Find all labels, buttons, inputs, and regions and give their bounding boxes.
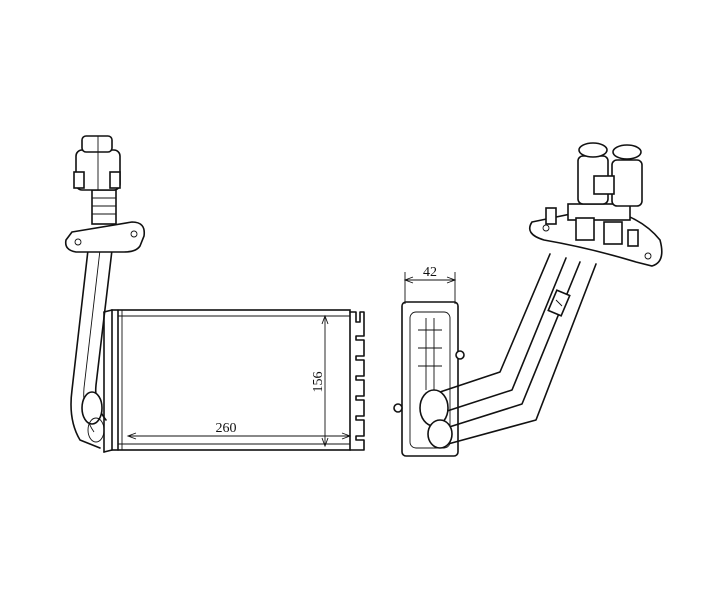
heater-core-matrix — [103, 309, 351, 453]
height-label: 156 — [311, 372, 326, 393]
pipe-connector — [73, 135, 121, 225]
fins-comb — [349, 311, 365, 451]
width-dimension: 260 — [126, 421, 352, 440]
mounting-flange-right — [528, 207, 663, 267]
front-view: 260 156 — [64, 135, 365, 453]
height-dimension: 156 — [311, 314, 334, 448]
twin-connectors — [545, 142, 643, 247]
outlet-pipes — [419, 253, 597, 449]
depth-label: 42 — [423, 265, 437, 280]
inlet-pipe — [70, 249, 113, 449]
side-view: 42 — [393, 142, 663, 457]
width-label: 260 — [216, 421, 237, 436]
depth-dimension: 42 — [403, 265, 457, 304]
mounting-flange — [64, 221, 146, 253]
